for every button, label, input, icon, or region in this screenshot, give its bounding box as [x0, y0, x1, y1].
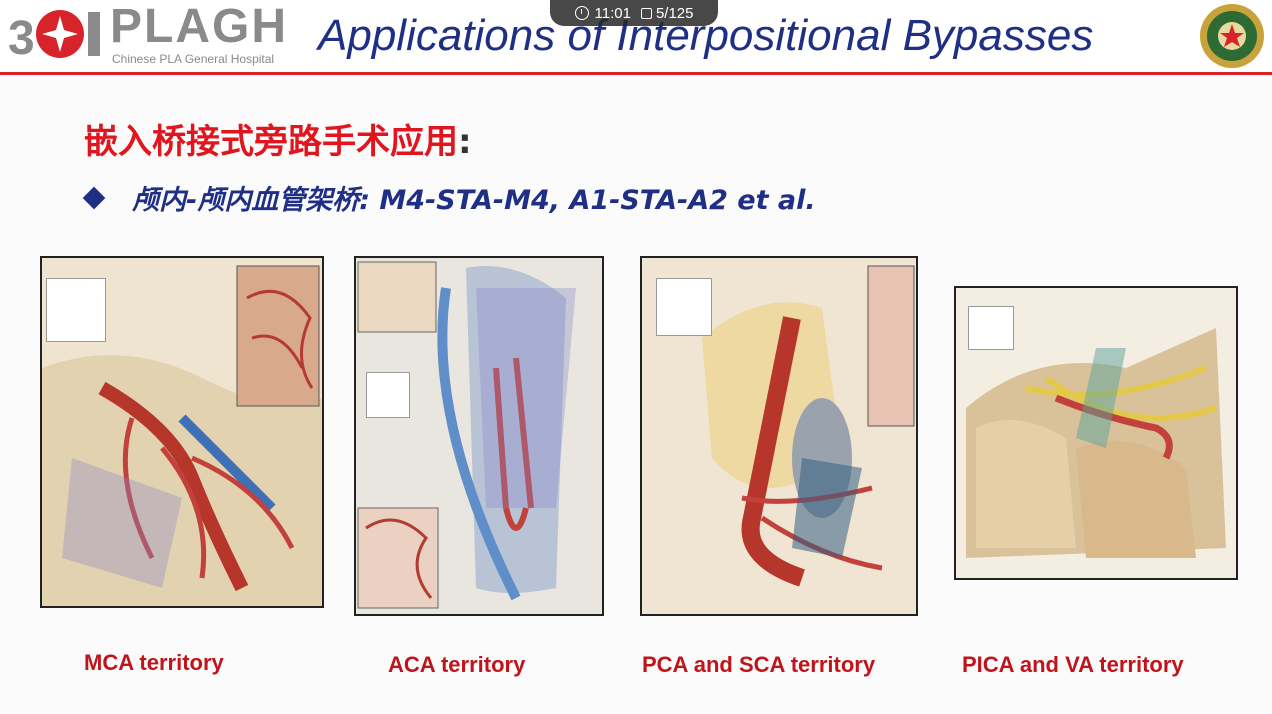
- header-divider: [0, 72, 1272, 75]
- donor-legend: [366, 372, 410, 418]
- pica-va-illustration: [954, 286, 1238, 580]
- donor-legend: [656, 278, 712, 336]
- svg-text:3: 3: [8, 12, 35, 62]
- pca-sca-illustration: [640, 256, 918, 616]
- hospital-logo-icon: 3: [8, 10, 100, 62]
- slide-counter: 5/125: [655, 4, 694, 22]
- army-emblem-icon: [1200, 4, 1264, 68]
- bullet-text: 颅内-颅内血管架桥: M4-STA-M4, A1-STA-A2 et al.: [132, 185, 816, 216]
- logo-subtitle: Chinese PLA General Hospital: [112, 52, 275, 66]
- aca-anatomy-drawing: [356, 258, 602, 614]
- slide-icon: [640, 7, 652, 19]
- section-heading: 嵌入桥接式旁路手术应用:: [84, 122, 472, 162]
- logo-wordmark: PLAGH: [110, 0, 288, 53]
- bullet-point: 颅内-颅内血管架桥: M4-STA-M4, A1-STA-A2 et al.: [82, 178, 816, 217]
- donor-legend: [968, 306, 1014, 350]
- clock-icon: [574, 6, 589, 20]
- caption-pica-va: PICA and VA territory: [962, 652, 1184, 677]
- caption-pca-sca: PCA and SCA territory: [642, 652, 876, 677]
- status-time: 11:01: [594, 4, 631, 22]
- aca-illustration: [354, 256, 604, 616]
- caption-mca: MCA territory: [84, 650, 224, 675]
- mca-illustration: [40, 256, 324, 608]
- diamond-bullet-icon: [82, 186, 106, 209]
- status-overlay: 11:01 5/125: [550, 0, 718, 26]
- caption-aca: ACA territory: [388, 652, 526, 677]
- pica-va-anatomy-drawing: [956, 288, 1236, 578]
- donor-legend: [46, 278, 106, 342]
